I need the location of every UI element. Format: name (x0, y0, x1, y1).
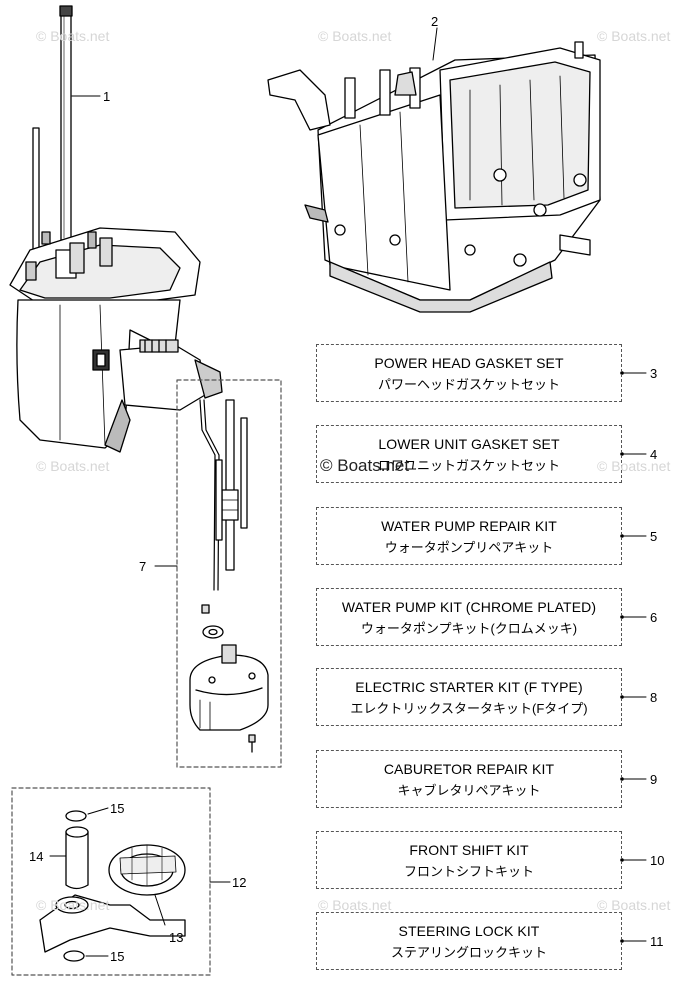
callout-kit-3: 6 (650, 610, 657, 625)
watermark: © Boats.net (597, 458, 671, 474)
watermark-main: © Boats.net (320, 456, 410, 475)
callout-7: 7 (139, 559, 146, 574)
watermark: © Boats.net (597, 28, 671, 44)
kit-box-steering-lock-kit: STEERING LOCK KIT ステアリングロックキット (316, 912, 622, 970)
callout-1: 1 (103, 89, 110, 104)
kit-box-lower-unit-gasket-set: LOWER UNIT GASKET SET ロワユニットガスケットセット (316, 425, 622, 483)
kit-name-en: STEERING LOCK KIT (398, 923, 540, 939)
watermark: © Boats.net (36, 897, 110, 913)
kit-name-en: POWER HEAD GASKET SET (374, 355, 564, 371)
watermark: © Boats.net (36, 458, 110, 474)
bracket-kit-illustration (39, 810, 186, 962)
kit-name-jp: フロントシフトキット (403, 864, 534, 879)
kit-name-en: CABURETOR REPAIR KIT (383, 761, 555, 777)
kit-box-caburetor-repair-kit: CABURETOR REPAIR KIT キャブレタリペアキット (316, 750, 622, 808)
callout-15-bottom: 15 (110, 949, 124, 964)
watermark: © Boats.net (597, 897, 671, 913)
kit-name-en: WATER PUMP KIT (CHROME PLATED) (341, 599, 597, 615)
kit-box-front-shift-kit: FRONT SHIFT KIT フロントシフトキット (316, 831, 622, 889)
callout-kit-2: 5 (650, 529, 657, 544)
kit-name-jp: ステアリングロックキット (390, 945, 547, 960)
callout-14: 14 (29, 849, 43, 864)
kit-name-jp: ウォータポンプキット(クロムメッキ) (360, 621, 578, 636)
callout-kit-5: 9 (650, 772, 657, 787)
callout-15-top: 15 (110, 801, 124, 816)
kit-name-jp: キャブレタリペアキット (397, 783, 541, 798)
kit-name-en: ELECTRIC STARTER KIT (F TYPE) (355, 679, 583, 695)
callout-kit-1: 4 (650, 447, 657, 462)
callout-kit-0: 3 (650, 366, 657, 381)
callout-kit-4: 8 (650, 690, 657, 705)
kit-name-jp: ロワユニットガスケットセット (377, 458, 560, 473)
kit-box-water-pump-kit-chrome: WATER PUMP KIT (CHROME PLATED) ウォータポンプキッ… (316, 588, 622, 646)
kit-name-en: LOWER UNIT GASKET SET (378, 436, 560, 452)
callout-12: 12 (232, 875, 246, 890)
kit-name-jp: エレクトリックスタータキット(Fタイプ) (350, 701, 588, 716)
shift-rod-kit-box (176, 379, 282, 768)
lower-unit-illustration (9, 5, 223, 453)
kit-box-electric-starter-kit: ELECTRIC STARTER KIT (F TYPE) エレクトリックスター… (316, 668, 622, 726)
callout-13: 13 (169, 930, 183, 945)
kit-box-power-head-gasket-set: POWER HEAD GASKET SET パワーヘッドガスケットセット (316, 344, 622, 402)
kit-name-jp: パワーヘッドガスケットセット (377, 377, 560, 392)
watermark: © Boats.net (36, 28, 110, 44)
kit-name-en: FRONT SHIFT KIT (409, 842, 529, 858)
leader-lines (49, 27, 647, 957)
callout-kit-6: 10 (650, 853, 664, 868)
power-head-illustration (267, 41, 601, 313)
watermark: © Boats.net (318, 28, 392, 44)
shift-rod-kit-illustration (189, 399, 269, 753)
kit-box-water-pump-repair-kit: WATER PUMP REPAIR KIT ウォータポンプリペアキット (316, 507, 622, 565)
watermark: © Boats.net (318, 897, 392, 913)
kit-name-jp: ウォータポンプリペアキット (384, 540, 554, 555)
kit-name-en: WATER PUMP REPAIR KIT (381, 518, 557, 534)
callout-2: 2 (431, 14, 438, 29)
callout-kit-7: 11 (650, 934, 664, 949)
